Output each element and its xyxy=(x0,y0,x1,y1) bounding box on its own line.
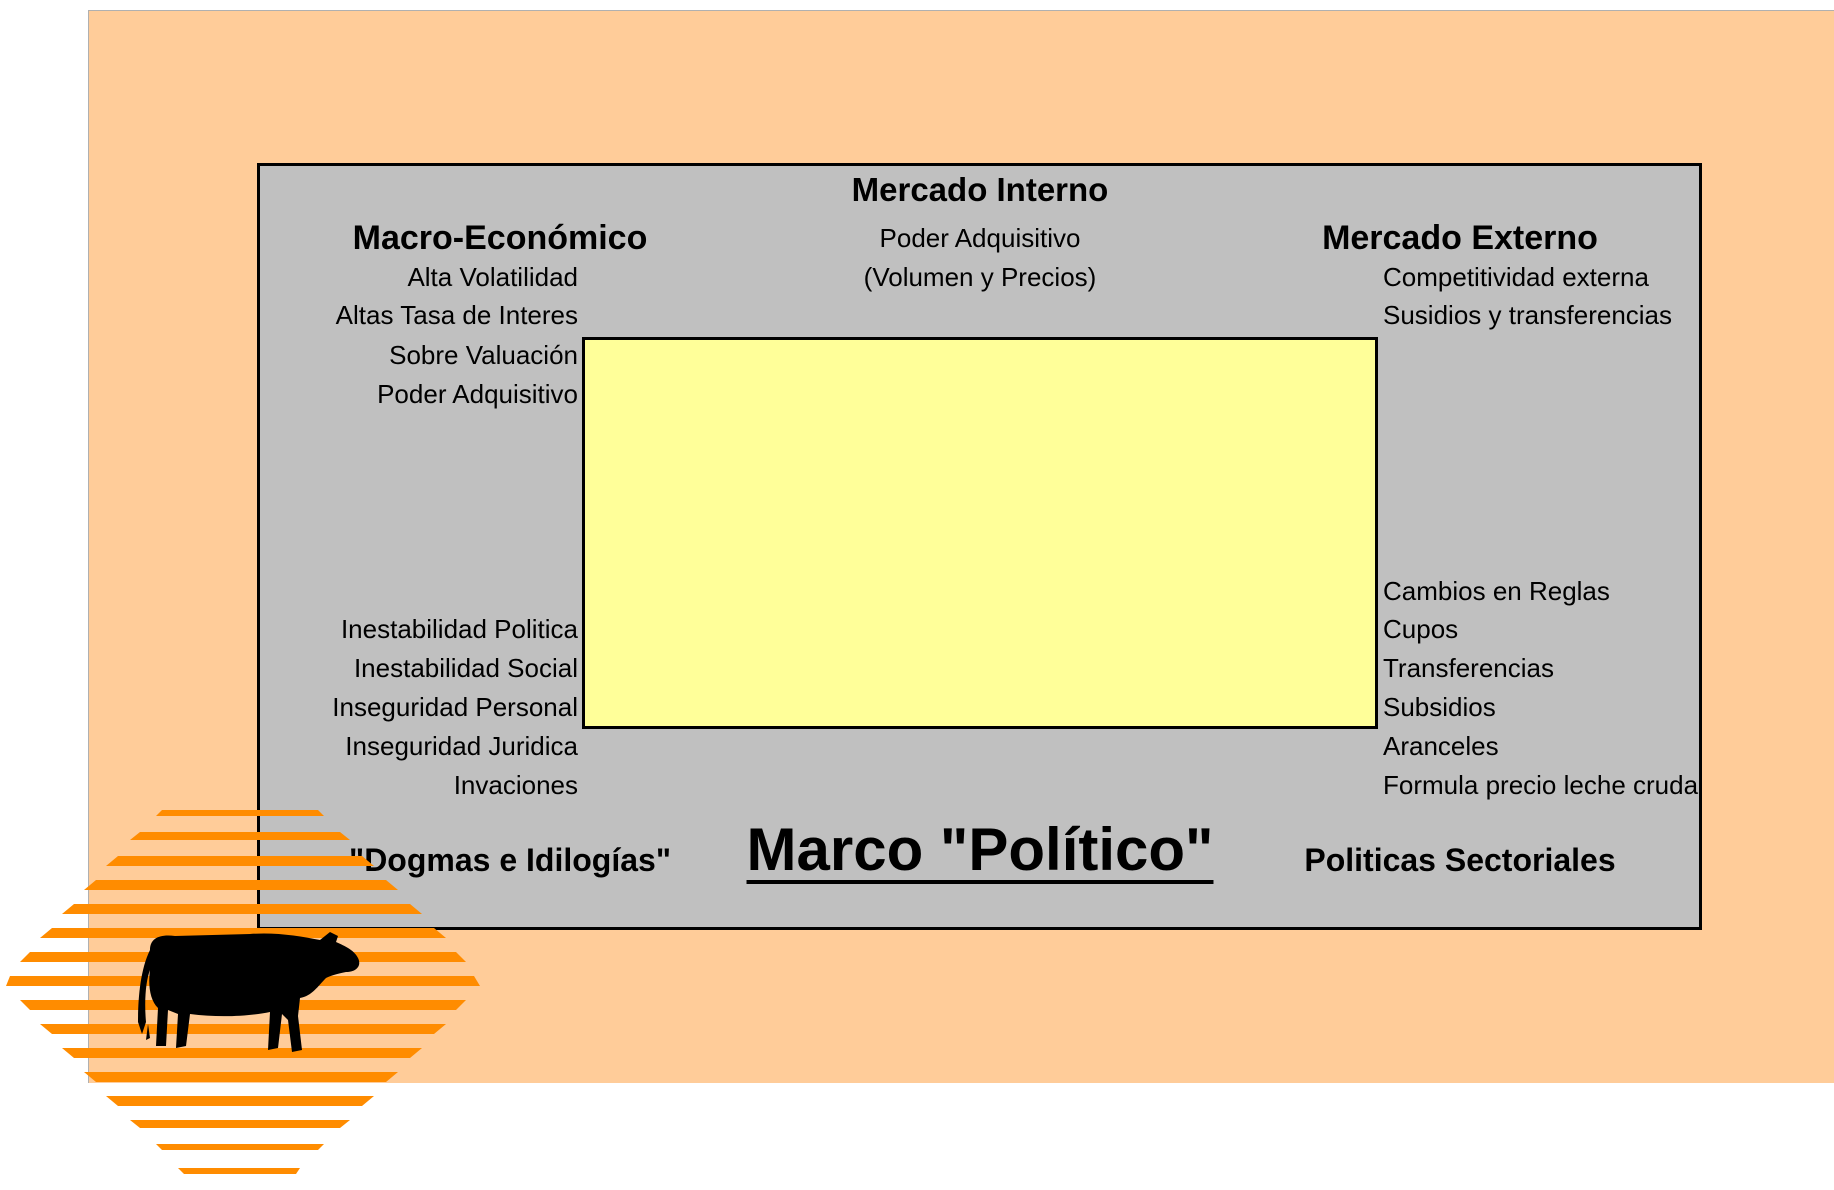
political-item: Inseguridad Juridica xyxy=(345,731,578,761)
political-item: Inseguridad Personal xyxy=(332,692,578,722)
sectorial-item: Subsidios xyxy=(1383,692,1496,722)
dogmas-label: "Dogmas e Idilogías" xyxy=(349,842,671,878)
macro-item: Alta Volatilidad xyxy=(407,262,578,292)
externo-item: Susidios y transferencias xyxy=(1383,300,1673,330)
mercado-interno-item: Poder Adquisitivo xyxy=(879,223,1081,253)
sectorial-item: Transferencias xyxy=(1383,653,1554,683)
politicas-label: Politicas Sectoriales xyxy=(1304,842,1616,878)
header-macro-economico: Macro-Económico xyxy=(352,219,648,257)
cow-icon xyxy=(138,932,360,1052)
header-mercado-interno: Mercado Interno xyxy=(851,171,1109,208)
political-item: Inestabilidad Politica xyxy=(340,614,578,644)
sectorial-item: Aranceles xyxy=(1383,731,1499,761)
logo xyxy=(6,810,480,1174)
macro-item: Altas Tasa de Interes xyxy=(335,300,578,330)
political-item: Inestabilidad Social xyxy=(353,653,578,683)
externo-item: Competitividad externa xyxy=(1383,262,1649,292)
mercado-interno-item: (Volumen y Precios) xyxy=(863,262,1097,292)
header-mercado-externo: Mercado Externo xyxy=(1322,219,1598,257)
macro-item: Poder Adquisitivo xyxy=(377,379,578,409)
sectorial-item: Formula precio leche cruda xyxy=(1383,770,1699,800)
macro-item: Sobre Valuación xyxy=(389,340,578,370)
sectorial-item: Cambios en Reglas xyxy=(1383,576,1610,606)
sectorial-item: Cupos xyxy=(1383,614,1459,644)
political-item: Invaciones xyxy=(453,770,578,800)
page-title: Marco "Político" xyxy=(746,816,1214,883)
center-box xyxy=(582,337,1378,729)
